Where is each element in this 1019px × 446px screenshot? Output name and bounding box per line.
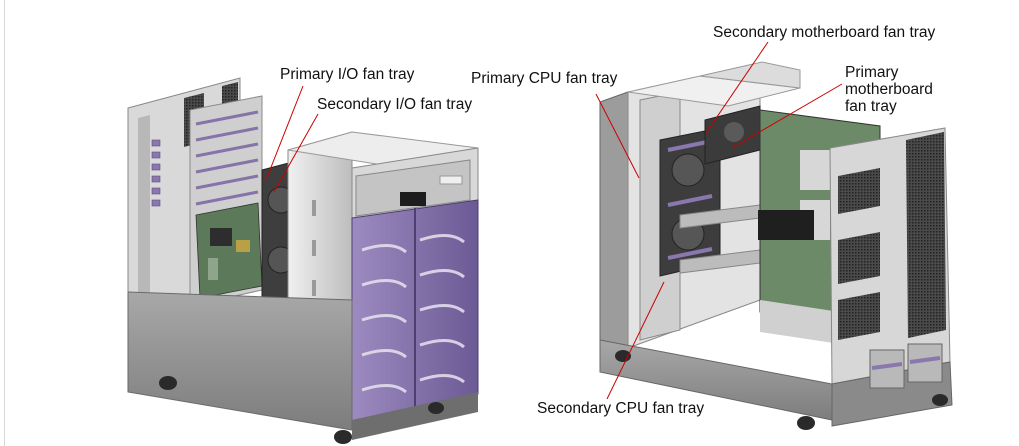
leader-primary-cpu: [595, 93, 640, 179]
label-secondary-io-fan-tray: Secondary I/O fan tray: [317, 96, 473, 113]
leader-primary-mb: [731, 83, 843, 149]
label-secondary-cpu-fan-tray: Secondary CPU fan tray: [537, 400, 705, 417]
page-edge-line: [4, 0, 5, 446]
callout-leader-lines: [265, 41, 843, 400]
label-primary-motherboard-line1: Primary: [845, 64, 899, 81]
left-server-illustration: [127, 77, 479, 444]
leader-secondary-cpu: [606, 281, 665, 400]
leader-secondary-io: [273, 113, 319, 193]
leader-secondary-mb: [705, 41, 769, 134]
label-primary-io-fan-tray: Primary I/O fan tray: [280, 66, 415, 83]
label-primary-motherboard-line3: fan tray: [845, 98, 897, 115]
right-server-illustration: [599, 61, 953, 430]
label-primary-cpu-fan-tray: Primary CPU fan tray: [471, 70, 618, 87]
leader-primary-io: [265, 85, 304, 181]
label-secondary-motherboard-fan-tray: Secondary motherboard fan tray: [713, 24, 936, 41]
label-primary-motherboard-line2: motherboard: [845, 81, 933, 98]
label-primary-motherboard-fan-tray: Primary motherboard fan tray: [845, 64, 955, 115]
